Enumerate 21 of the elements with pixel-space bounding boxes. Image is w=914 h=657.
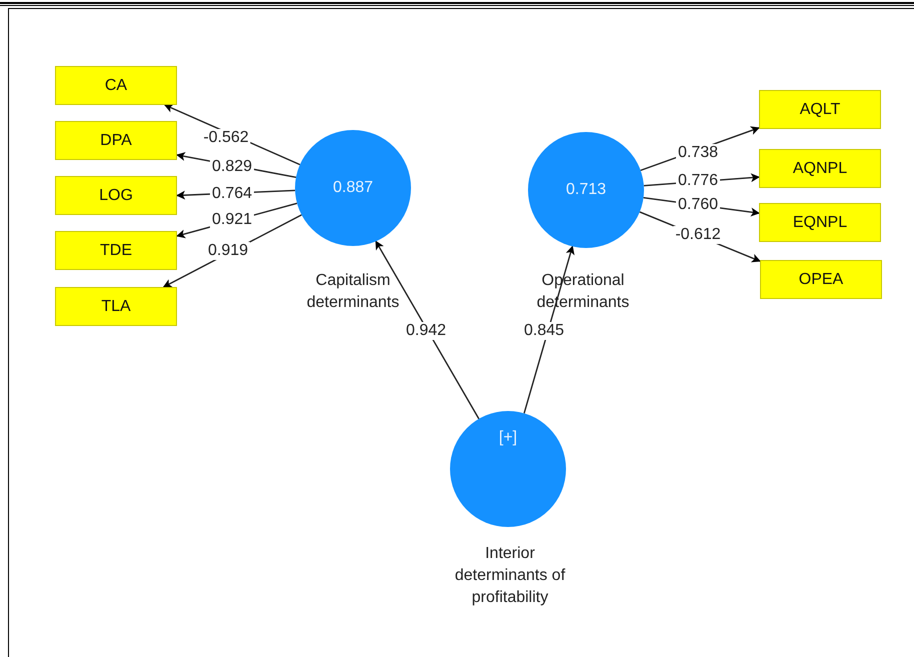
indicator-box: TDE [55, 231, 177, 270]
edge-label: 0.919 [206, 242, 250, 260]
construct-circle: 0.713 [528, 132, 644, 248]
indicator-box: TLA [55, 287, 177, 326]
construct-name: Capitalism determinants [306, 271, 400, 313]
indicator-box: OPEA [760, 260, 882, 299]
edge-label: 0.942 [404, 322, 448, 340]
indicator-box: EQNPL [759, 203, 881, 242]
indicator-box: AQLT [759, 90, 881, 129]
edge-label: 0.845 [522, 322, 566, 340]
construct-circle: [+] [450, 411, 566, 527]
construct-circle: 0.887 [295, 130, 411, 246]
arrow [375, 240, 480, 420]
indicator-box: AQNPL [759, 149, 881, 188]
indicator-box: DPA [55, 121, 177, 160]
arrow [523, 246, 575, 414]
edge-label: 0.921 [210, 211, 254, 229]
indicator-box: CA [55, 66, 177, 105]
construct-name: Interior determinants of profitability [454, 544, 566, 608]
indicator-box: LOG [55, 176, 177, 215]
edge-label: -0.612 [673, 226, 723, 244]
